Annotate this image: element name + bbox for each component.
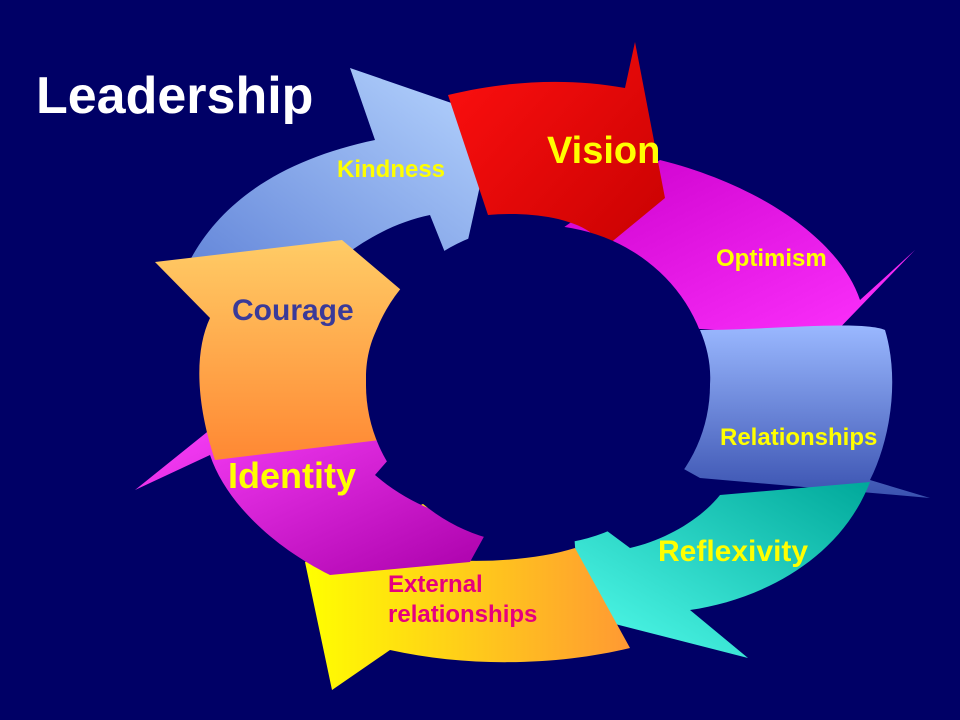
kindness-arrow [180,68,495,300]
label-external-relationships: External relationships [388,571,538,628]
courage-arrow [155,240,460,460]
reflexivity-arrow [572,482,870,658]
label-reflexivity: Reflexivity [658,535,809,568]
label-courage: Courage [232,294,354,327]
label-optimism: Optimism [716,245,827,272]
vision-arrow [448,42,665,282]
label-identity: Identity [228,455,357,496]
label-vision: Vision [547,130,661,172]
slide-title: Leadership [36,67,314,125]
center-hole [366,225,710,545]
label-relationships: Relationships [720,424,878,451]
label-kindness: Kindness [337,156,446,183]
